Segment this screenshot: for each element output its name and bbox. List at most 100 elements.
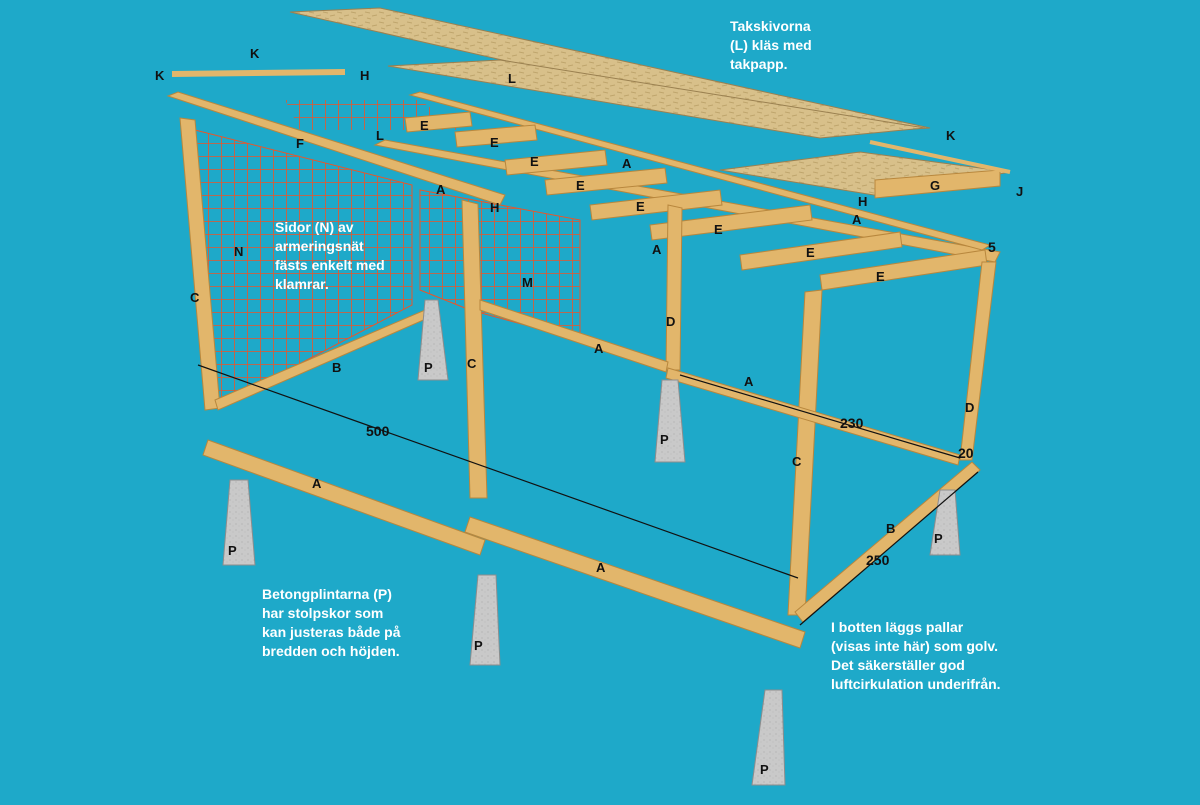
label-E-8: E (876, 269, 885, 284)
plinth-4 (469, 574, 501, 666)
note-plinths-line-3: kan justeras både på (262, 624, 401, 640)
label-A-5: A (594, 341, 604, 356)
roof-strip-K-right (869, 140, 1011, 174)
note-plinths-line-1: Betongplintarna (P) (262, 586, 392, 602)
roof-sheet-L (387, 59, 926, 139)
rafter-E-1 (404, 111, 473, 133)
label-C-1: C (190, 290, 200, 305)
beam-B-front (794, 461, 981, 623)
rafter-E-5 (589, 189, 723, 221)
label-E-5: E (636, 199, 645, 214)
label-P-3: P (228, 543, 237, 558)
note-sides-line-2: armeringsnät (275, 238, 364, 254)
post-D-front (959, 261, 997, 461)
label-E-7: E (806, 245, 815, 260)
part-labels: K K H L L F E E E E E E E E A A A A A A … (155, 46, 1023, 777)
roof-board-G (874, 169, 1001, 199)
label-K-2: K (155, 68, 165, 83)
label-N: N (234, 244, 243, 259)
beam-F (166, 91, 506, 206)
beam-A-loose-2 (464, 516, 806, 649)
note-floor: I botten läggs pallar (visas inte här) s… (831, 619, 1001, 692)
label-D-2: D (965, 400, 974, 415)
label-K-3: K (946, 128, 956, 143)
label-P-2: P (660, 432, 669, 447)
note-plinths-line-2: har stolpskor som (262, 605, 383, 621)
note-sides-line-1: Sidor (N) av (275, 219, 354, 235)
label-A-8: A (596, 560, 606, 575)
label-E-2: E (490, 135, 499, 150)
dim-250: 250 (866, 552, 890, 568)
label-A-7: A (312, 476, 322, 491)
note-roof-line-2: (L) kläs med (730, 37, 812, 53)
label-E-1: E (420, 118, 429, 133)
label-B-1: B (332, 360, 341, 375)
beam-A-back (408, 91, 992, 251)
dim-500: 500 (366, 423, 390, 439)
label-P-5: P (934, 531, 943, 546)
note-roof-line-1: Takskivorna (730, 18, 811, 34)
note-floor-line-4: luftcirkulation underifrån. (831, 676, 1001, 692)
label-E-6: E (714, 222, 723, 237)
rafter-E-6 (649, 204, 813, 241)
dim-20: 20 (958, 445, 974, 461)
post-C-front (787, 289, 823, 616)
dim-line-250 (799, 471, 979, 626)
note-plinths: Betongplintarna (P) har stolpskor som ka… (262, 586, 401, 659)
rafter-E-4 (544, 167, 668, 196)
post-C-middle (461, 199, 488, 499)
post-D-middle (665, 204, 683, 371)
dim-230: 230 (840, 415, 864, 431)
dim-line-230 (679, 374, 961, 459)
beam-A-mid (479, 299, 669, 373)
plinth-2 (654, 379, 686, 463)
plinth-6 (751, 689, 786, 786)
label-G: G (930, 178, 940, 193)
rafter-E-7 (739, 231, 903, 271)
label-H-2: H (490, 200, 499, 215)
label-H-3: H (858, 194, 867, 209)
note-sides: Sidor (N) av armeringsnät fästs enkelt m… (275, 219, 385, 292)
rafter-E-8 (819, 249, 988, 291)
label-P-1: P (424, 360, 433, 375)
label-A-6: A (744, 374, 754, 389)
label-E-4: E (576, 178, 585, 193)
label-K-1: K (250, 46, 260, 61)
label-B-2: B (886, 521, 895, 536)
dim-line-500 (197, 364, 799, 579)
note-roof-line-3: takpapp. (730, 56, 788, 72)
frame (166, 91, 1001, 649)
rafter-E-2 (454, 124, 538, 148)
label-E-3: E (530, 154, 539, 169)
plinth-3 (222, 479, 256, 566)
plinth-1 (417, 299, 449, 381)
roof-strip-K-top (171, 69, 346, 77)
label-P-4: P (474, 638, 483, 653)
note-floor-line-1: I botten läggs pallar (831, 619, 964, 635)
note-sides-line-3: fästs enkelt med (275, 257, 385, 273)
rafter-E-3 (504, 149, 608, 176)
label-M: M (522, 275, 533, 290)
note-sides-line-4: klamrar. (275, 276, 329, 292)
dim-5: 5 (988, 239, 996, 255)
label-A-2: A (436, 182, 446, 197)
label-J: J (1016, 184, 1023, 199)
label-L-2: L (376, 128, 384, 143)
label-C-2: C (467, 356, 477, 371)
label-C-3: C (792, 454, 802, 469)
dimension-lines (197, 364, 979, 626)
label-A-4: A (652, 242, 662, 257)
label-A-3: A (852, 212, 862, 227)
note-roof: Takskivorna (L) kläs med takpapp. (730, 18, 812, 72)
mesh-panel-M (419, 189, 581, 341)
label-P-6: P (760, 762, 769, 777)
note-floor-line-3: Det säkerställer god (831, 657, 965, 673)
label-F: F (296, 136, 304, 151)
label-H-1: H (360, 68, 369, 83)
note-plinths-line-4: bredden och höjden. (262, 643, 400, 659)
note-floor-line-2: (visas inte här) som golv. (831, 638, 998, 654)
dimension-values: 500 230 250 20 5 (366, 239, 996, 568)
label-D-1: D (666, 314, 675, 329)
